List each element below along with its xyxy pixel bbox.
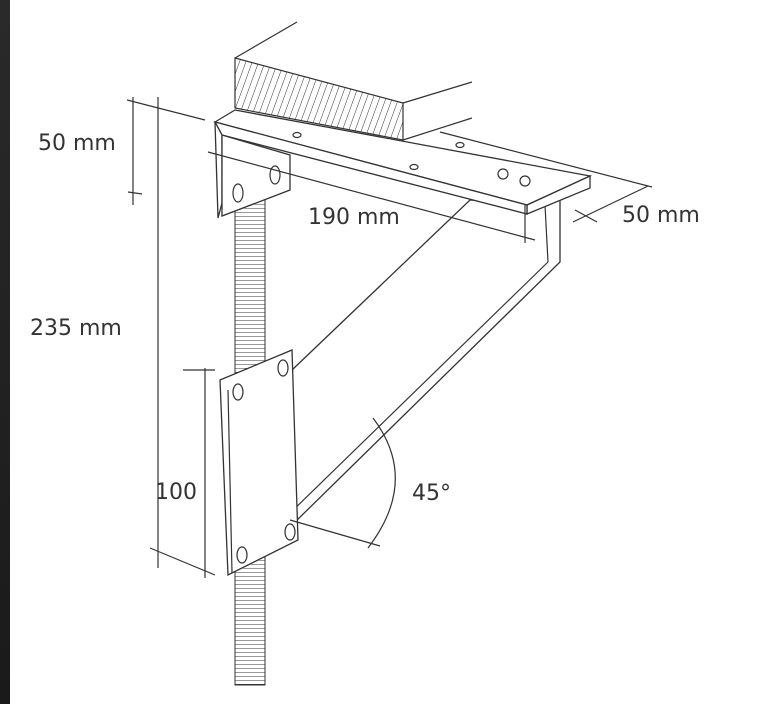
top-plate [213, 109, 593, 219]
diagonal-brace [256, 194, 561, 526]
dimension-lines [126, 97, 653, 578]
total-height-label: 235 mm [30, 316, 122, 341]
window-edge [0, 0, 10, 704]
bottom-plate [219, 349, 299, 577]
plate-width-label: 50 mm [622, 203, 700, 228]
shelf-board [234, 21, 473, 141]
plate-length-label: 190 mm [308, 205, 400, 230]
bottom-plate-height-label: 100 [155, 480, 197, 505]
top-height-label: 50 mm [38, 131, 116, 156]
brace-angle-label: 45° [412, 481, 451, 506]
